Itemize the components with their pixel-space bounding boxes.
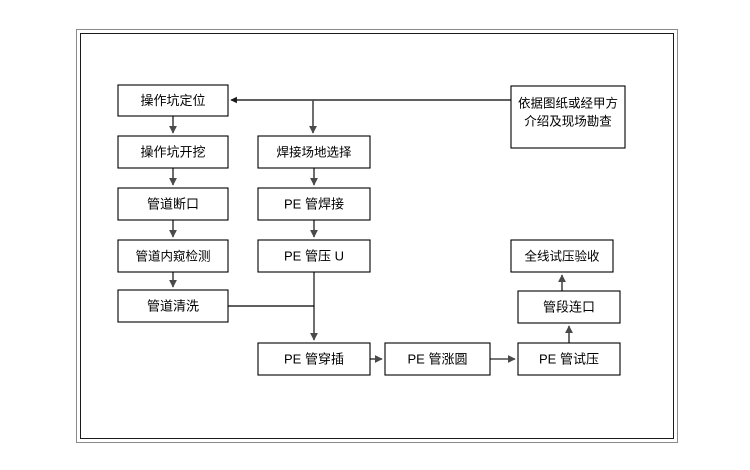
- node-drawing-survey-source[interactable]: 依据图纸或经甲方 介绍及现场勘查: [510, 85, 626, 149]
- node-weld-site-selection[interactable]: 焊接场地选择: [257, 135, 371, 169]
- node-label-line2: 介绍及现场勘查: [524, 114, 612, 128]
- node-label-line1: 依据图纸或经甲方: [518, 95, 618, 110]
- node-label: PE 管试压: [539, 351, 599, 366]
- node-pipe-clean[interactable]: 管道清洗: [117, 289, 229, 323]
- diagram-frame-outer: [76, 29, 678, 443]
- diagram-frame-inner: [80, 33, 674, 439]
- node-pe-pipe-press-u[interactable]: PE 管压 U: [257, 239, 371, 273]
- node-pipe-endoscopy[interactable]: 管道内窥检测: [117, 239, 229, 273]
- node-pe-pipe-insertion[interactable]: PE 管穿插: [257, 342, 371, 376]
- node-label: 管道断口: [147, 196, 199, 211]
- node-operating-pit-locate[interactable]: 操作坑定位: [117, 84, 229, 117]
- node-pe-pipe-expansion[interactable]: PE 管涨圆: [384, 342, 491, 376]
- node-label: 管道内窥检测: [135, 248, 210, 263]
- node-label: 操作坑定位: [140, 93, 205, 108]
- node-operating-pit-excavate[interactable]: 操作坑开挖: [117, 135, 229, 169]
- node-pipe-section-joint[interactable]: 管段连口: [517, 290, 621, 324]
- node-label: PE 管穿插: [284, 351, 344, 366]
- node-full-line-acceptance[interactable]: 全线试压验收: [510, 239, 614, 273]
- node-label: PE 管涨圆: [408, 351, 468, 366]
- node-pipe-cut[interactable]: 管道断口: [117, 187, 229, 221]
- node-label: 管道清洗: [147, 298, 199, 313]
- node-label: PE 管焊接: [284, 196, 344, 211]
- edge-layer: [169, 96, 573, 363]
- node-label: 操作坑开挖: [140, 144, 205, 159]
- node-label: PE 管压 U: [284, 248, 344, 263]
- node-label: 焊接场地选择: [276, 144, 352, 159]
- node-label: 全线试压验收: [524, 248, 600, 263]
- node-layer: 操作坑定位 操作坑开挖 管道断口 管道内窥检测 管道清洗 焊接场地选择: [117, 84, 626, 376]
- node-pe-pipe-pressure-test[interactable]: PE 管试压: [517, 342, 621, 376]
- node-pe-pipe-welding[interactable]: PE 管焊接: [257, 187, 371, 221]
- node-label: 管段连口: [543, 299, 595, 314]
